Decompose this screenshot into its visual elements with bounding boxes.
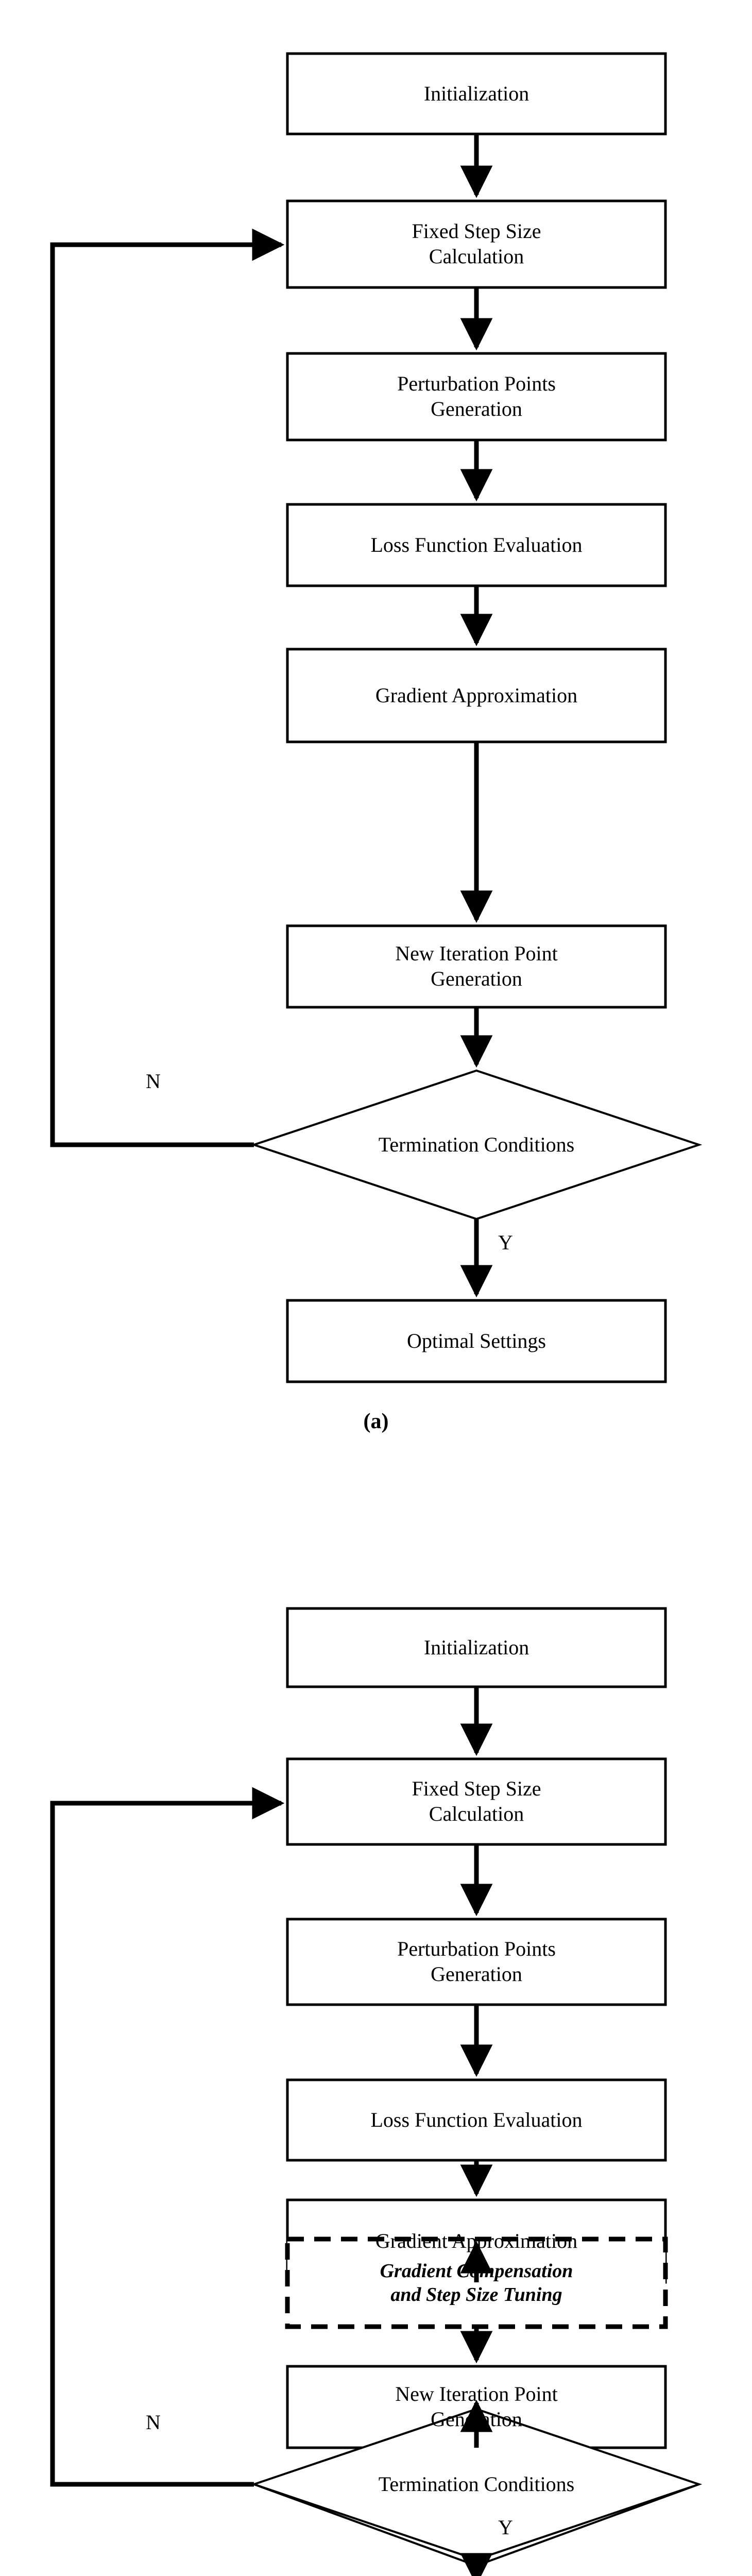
- node-box-initialization: [286, 1607, 667, 1688]
- figure-b: Initialization Fixed Step Size Calculati…: [0, 1443, 752, 2576]
- node-box-perturbation-points-generation: [286, 1918, 667, 2006]
- node-diamond-termination-conditions: [250, 1069, 703, 1221]
- node-box-gradient-approximation: [286, 648, 667, 743]
- edge-label-yes: Y: [498, 2516, 513, 2539]
- node-box-new-iteration-point-generation: [286, 924, 667, 1009]
- figure-a-graphics: [50, 52, 703, 1383]
- node-box-initialization: [286, 52, 667, 135]
- figure-a: Initialization Fixed Step Size Calculati…: [50, 52, 703, 1433]
- figure-b-graphics: [50, 1607, 703, 2576]
- node-box-fixed-step-size-calculation: [286, 199, 667, 289]
- edge-term-no-feedback-loop: [50, 1787, 285, 2487]
- edge-label-no: N: [146, 1070, 161, 1093]
- node-box-loss-function-evaluation: [286, 2078, 667, 2162]
- node-box-loss-function-evaluation: [286, 503, 667, 587]
- figure-caption-a: (a): [363, 1410, 389, 1433]
- node-box-fixed-step-size-calculation: [286, 1757, 667, 1846]
- edge-label-yes: Y: [498, 1231, 513, 1254]
- node-box-perturbation-points-generation: [286, 352, 667, 442]
- edge-label-no: N: [146, 2411, 161, 2434]
- edge-term-no-feedback-loop: [50, 228, 285, 1147]
- node-box-optimal-settings: [286, 1299, 667, 1383]
